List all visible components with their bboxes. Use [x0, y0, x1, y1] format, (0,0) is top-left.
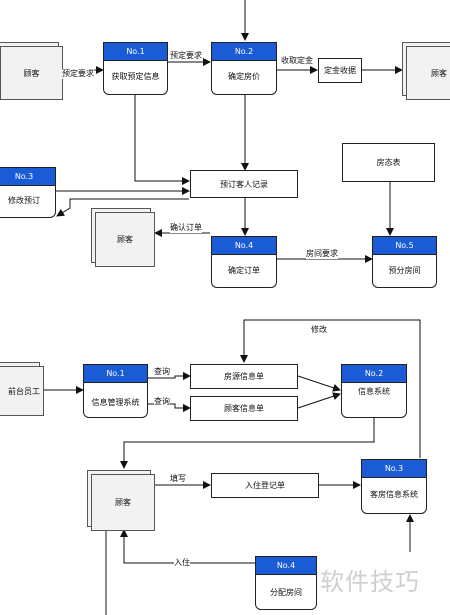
process-get-booking-info[interactable]: No.1 获取预定信息 [103, 42, 168, 95]
store-label: 预订客人记录 [220, 179, 268, 189]
label-collect-deposit: 收取定金 [281, 56, 313, 66]
label-query-1: 查询 [154, 367, 170, 377]
external-entity-customer-left[interactable]: 顾客 [0, 46, 63, 100]
store-label: 房源信息单 [224, 372, 264, 381]
entity-label: 顾客 [115, 498, 131, 507]
label-query-2: 查询 [154, 397, 170, 407]
process-id: No.5 [373, 237, 436, 255]
label-booking-request-1: 预定要求 [62, 69, 94, 79]
data-store-guest-info[interactable]: 顾客信息单 [190, 396, 298, 421]
edge-guestinfo-to-p2 [297, 392, 341, 409]
store-label: 房态表 [376, 158, 401, 167]
entity-label: 顾客 [431, 68, 447, 78]
store-label: 入住登记单 [245, 481, 285, 490]
process-room-info-system[interactable]: No.3 客房信息系统 [361, 459, 427, 514]
process-label: 分配房间 [270, 588, 302, 597]
store-label: 定金收据 [324, 66, 356, 75]
label-booking-request-2: 预定要求 [170, 51, 202, 61]
label-modify: 修改 [311, 325, 327, 335]
process-assign-room[interactable]: No.4 分配房间 [255, 556, 317, 610]
label-room-request: 房间要求 [306, 249, 338, 259]
process-label: 确定订单 [228, 266, 260, 275]
process-confirm-room-price[interactable]: No.2 确定房价 [211, 42, 277, 95]
watermark-text: 软件技巧 [320, 568, 420, 596]
process-id: No.2 [342, 365, 406, 383]
process-id: No.4 [212, 237, 276, 255]
data-store-room-status[interactable]: 房态表 [342, 143, 435, 182]
process-id: No.1 [104, 43, 167, 61]
entity-label: 顾客 [117, 235, 133, 244]
edge-p3-modify-to-p1 [240, 319, 421, 458]
data-store-room-info[interactable]: 房源信息单 [190, 364, 298, 389]
process-label: 确定房价 [228, 72, 260, 81]
edge-record-to-p3 [56, 198, 189, 217]
process-info-management-system[interactable]: No.1 信息管理系统 [83, 364, 148, 418]
process-label: 修改预订 [8, 196, 40, 205]
edge-p2-to-customer [120, 418, 375, 469]
entity-label: 前台员工 [8, 386, 40, 396]
edge-p4-to-customer [120, 529, 255, 564]
process-id: No.3 [0, 168, 55, 186]
process-label: 客房信息系统 [370, 490, 418, 499]
data-store-checkin-form[interactable]: 入住登记单 [211, 473, 319, 498]
external-entity-customer[interactable]: 顾客 [91, 474, 155, 531]
process-id: No.3 [362, 460, 426, 478]
entity-label: 顾客 [23, 68, 40, 78]
process-label: 获取预定信息 [111, 72, 160, 81]
process-confirm-order[interactable]: No.4 确定订单 [211, 236, 277, 288]
edge-p1-to-roominfo [148, 372, 191, 380]
process-info-system[interactable]: No.2 信息系统 [341, 364, 407, 418]
data-store-guest-booking-record[interactable]: 预订客人记录 [190, 170, 298, 198]
label-check-in: 入住 [174, 558, 190, 568]
process-id: No.2 [212, 43, 276, 61]
edge-p1-to-record [134, 95, 190, 185]
process-label: 预分房间 [388, 266, 421, 275]
process-modify-booking[interactable]: No.3 修改预订 [0, 167, 56, 218]
process-label: 信息管理系统 [91, 398, 140, 407]
external-entity-front-desk[interactable]: 前台员工 [0, 366, 44, 416]
external-entity-customer-right[interactable]: 顾客 [406, 46, 450, 100]
process-label: 信息系统 [358, 387, 390, 396]
edge-roominfo-to-p2 [297, 375, 341, 392]
process-pre-assign-room[interactable]: No.5 预分房间 [372, 236, 437, 288]
store-label: 顾客信息单 [224, 404, 264, 413]
label-fill-in: 填写 [170, 474, 186, 484]
label-confirm-order: 确认订单 [170, 223, 202, 233]
process-id: No.4 [256, 557, 316, 575]
external-entity-customer-mid[interactable]: 顾客 [95, 212, 155, 267]
data-store-deposit-receipt[interactable]: 定金收据 [318, 58, 362, 83]
process-id: No.1 [84, 365, 147, 383]
